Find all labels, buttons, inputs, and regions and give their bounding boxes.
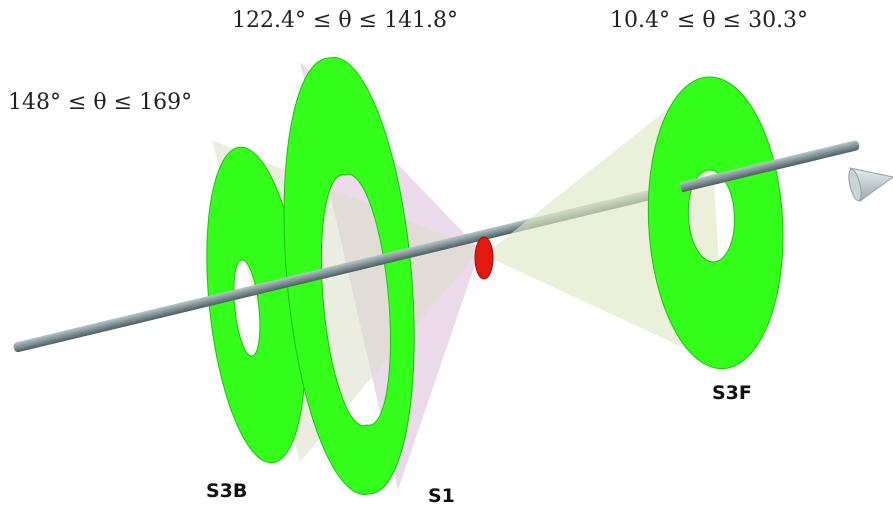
angle-range-s3b: 148° ≤ θ ≤ 169° xyxy=(8,90,193,115)
ring-s3b xyxy=(206,146,306,464)
angle-range-s3f: 10.4° ≤ θ ≤ 30.3° xyxy=(610,8,809,33)
ring-s1 xyxy=(283,57,415,495)
beam-axis-exit xyxy=(679,149,819,193)
cone-arrowhead-icon xyxy=(848,167,893,202)
ring-s3f xyxy=(647,76,784,370)
target xyxy=(474,236,494,280)
detector-label-s3f: S3F xyxy=(712,382,752,404)
detector-label-s3b: S3B xyxy=(206,480,248,502)
angle-range-s1: 122.4° ≤ θ ≤ 141.8° xyxy=(232,8,459,33)
detector-label-s1: S1 xyxy=(428,485,455,507)
